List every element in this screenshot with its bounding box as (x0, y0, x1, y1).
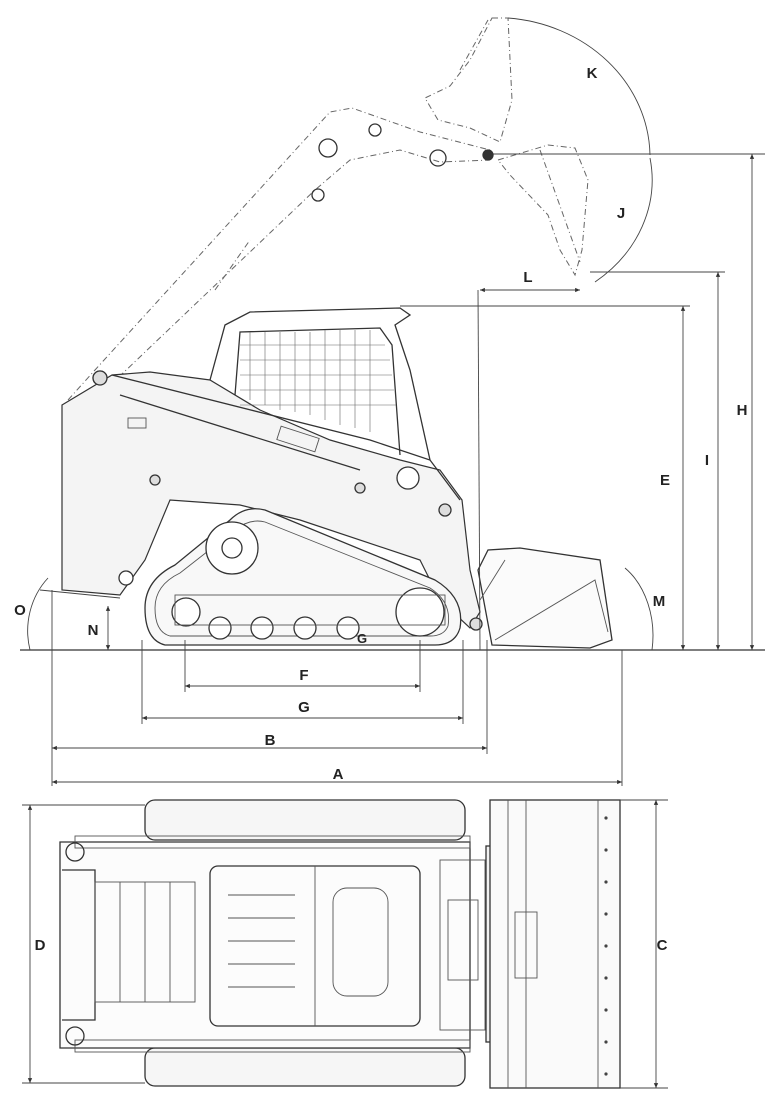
track-assembly (144, 508, 462, 646)
j-arc (594, 157, 653, 283)
operator-cab (209, 307, 431, 461)
length-dimensions (51, 590, 623, 786)
label-b: B (265, 732, 276, 749)
o-arc (27, 577, 49, 651)
k-arc (507, 17, 651, 156)
label-e: E (660, 472, 670, 489)
label-o: O (14, 602, 26, 619)
label-k: K (587, 65, 598, 82)
m-arc (624, 567, 654, 651)
label-m: M (653, 593, 666, 610)
height-dimensions (400, 153, 765, 650)
top-view (22, 799, 668, 1089)
ground-bucket (477, 547, 613, 649)
dimension-labels: A B C D E F G G H I J K L M N O (14, 65, 747, 954)
raised-bucket (424, 17, 589, 277)
label-c: C (657, 937, 668, 954)
label-d: D (35, 937, 46, 954)
label-f: F (299, 667, 308, 684)
departure-line (39, 589, 121, 599)
label-g: G (298, 699, 310, 716)
side-view (20, 17, 765, 786)
label-a: A (333, 766, 344, 783)
label-h: H (737, 402, 748, 419)
raised-lift-arm (67, 107, 494, 401)
label-n: N (88, 622, 99, 639)
label-g-roller: G (357, 631, 367, 646)
label-i: I (705, 452, 709, 469)
reach-reference-line (477, 289, 481, 651)
label-l: L (523, 269, 532, 286)
label-j: J (617, 205, 625, 222)
